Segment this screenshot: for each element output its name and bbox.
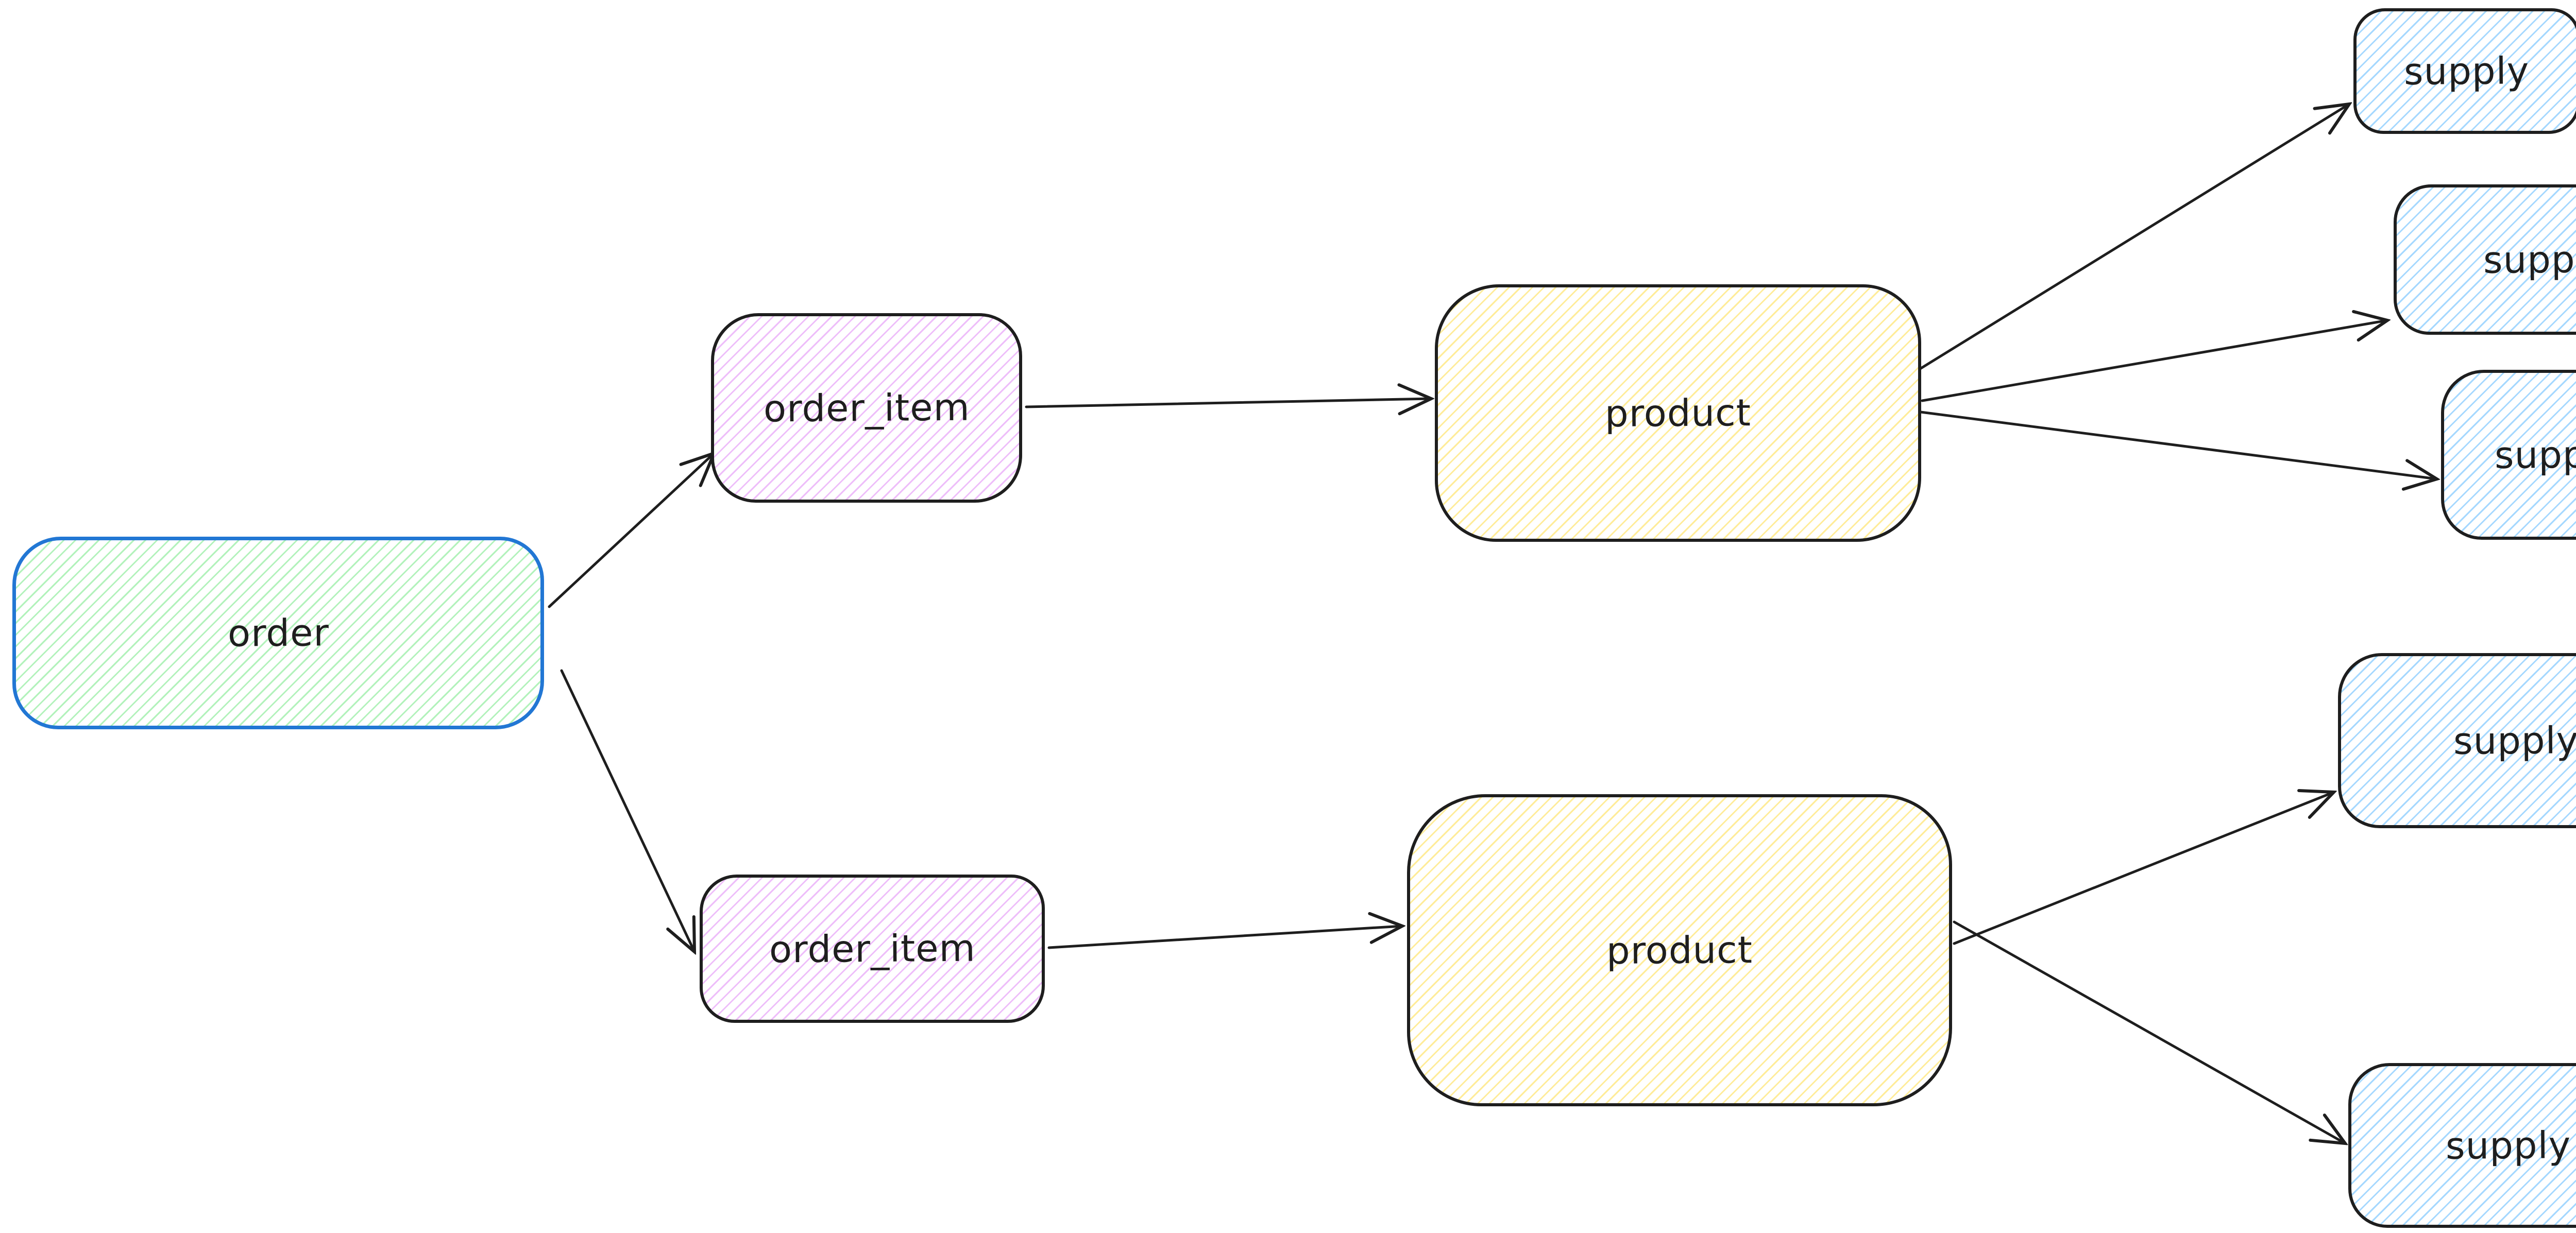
- node-label: order_item: [763, 385, 970, 431]
- node-order-item-2[interactable]: order_item: [700, 875, 1045, 1023]
- node-label: order_item: [769, 926, 976, 971]
- node-order-item-1[interactable]: order_item: [711, 313, 1022, 503]
- node-label: supply: [2446, 1123, 2571, 1168]
- node-label: order: [227, 611, 329, 655]
- node-product-1[interactable]: product: [1435, 284, 1921, 542]
- arrow-product-1-to-supply-1[interactable]: [1919, 104, 2349, 370]
- node-supply-2[interactable]: supply: [2394, 184, 2576, 335]
- node-order[interactable]: order: [12, 537, 544, 729]
- arrow-product-1-to-supply-3[interactable]: [1919, 410, 2437, 479]
- node-supply-5[interactable]: supply: [2348, 1063, 2576, 1228]
- node-label: supply: [2483, 237, 2576, 282]
- arrow-order-to-order-item-1[interactable]: [548, 453, 714, 608]
- node-product-2[interactable]: product: [1407, 794, 1952, 1106]
- arrow-order-item-2-to-product-2[interactable]: [1047, 926, 1402, 949]
- arrow-order-to-order-item-2[interactable]: [560, 669, 694, 952]
- node-supply-4[interactable]: supply: [2338, 653, 2576, 828]
- arrow-product-1-to-supply-2[interactable]: [1921, 320, 2387, 402]
- node-label: product: [1604, 391, 1752, 435]
- node-label: supply: [2495, 433, 2576, 477]
- node-supply-3[interactable]: supply: [2441, 370, 2576, 540]
- arrow-order-item-1-to-product-1[interactable]: [1025, 399, 1431, 407]
- arrow-product-2-to-supply-4[interactable]: [1953, 792, 2334, 945]
- node-label: supply: [2404, 49, 2530, 93]
- node-label: supply: [2453, 718, 2576, 763]
- node-supply-1[interactable]: supply: [2353, 8, 2576, 134]
- node-label: product: [1606, 928, 1753, 972]
- arrow-product-2-to-supply-5[interactable]: [1953, 920, 2345, 1143]
